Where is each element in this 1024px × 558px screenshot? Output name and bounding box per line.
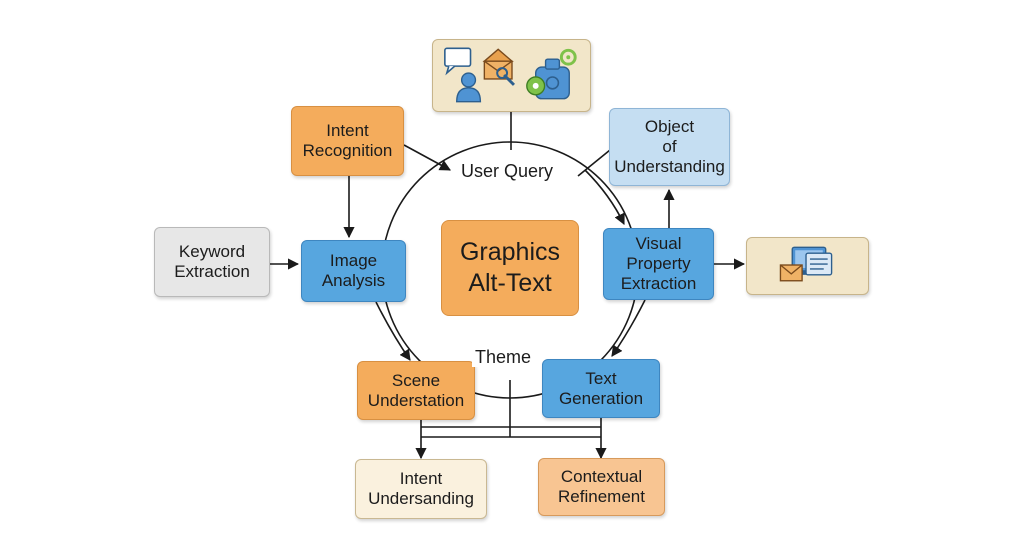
- database-gear-icon: [526, 48, 577, 100]
- connector-intent-to-query: [403, 144, 451, 171]
- envelope-icon: [482, 48, 516, 86]
- node-keyword-extraction: Keyword Extraction: [154, 227, 270, 297]
- node-intent-recognition: Intent Recognition: [291, 106, 404, 176]
- monitor-document-icon: [791, 246, 833, 276]
- node-object-understanding: Object of Understanding: [609, 108, 730, 186]
- node-visual-property-extraction: Visual Property Extraction: [603, 228, 714, 300]
- node-intent-undersanding: Intent Undersanding: [355, 459, 487, 519]
- center-title: Graphics Alt-Text: [441, 220, 579, 316]
- node-contextual-refinement: Contextual Refinement: [538, 458, 665, 516]
- speech-bubble-icon: [444, 47, 472, 76]
- icon-panel-top: [432, 39, 591, 112]
- node-text-generation: Text Generation: [542, 359, 660, 418]
- user-icon: [456, 72, 482, 103]
- ring-label-theme: Theme: [472, 347, 535, 367]
- ring-label-user-query: User Query: [458, 161, 557, 181]
- node-scene-understation: Scene Understation: [357, 361, 475, 420]
- ring-arrow-right: [584, 169, 625, 226]
- connector-object-to-query: [577, 149, 611, 177]
- envelope-icon: [779, 264, 803, 282]
- node-image-analysis: Image Analysis: [301, 240, 406, 302]
- connector-visual-to-text: [611, 299, 646, 357]
- icon-panel-right: [746, 237, 869, 295]
- connector-image-to-scene: [375, 301, 411, 361]
